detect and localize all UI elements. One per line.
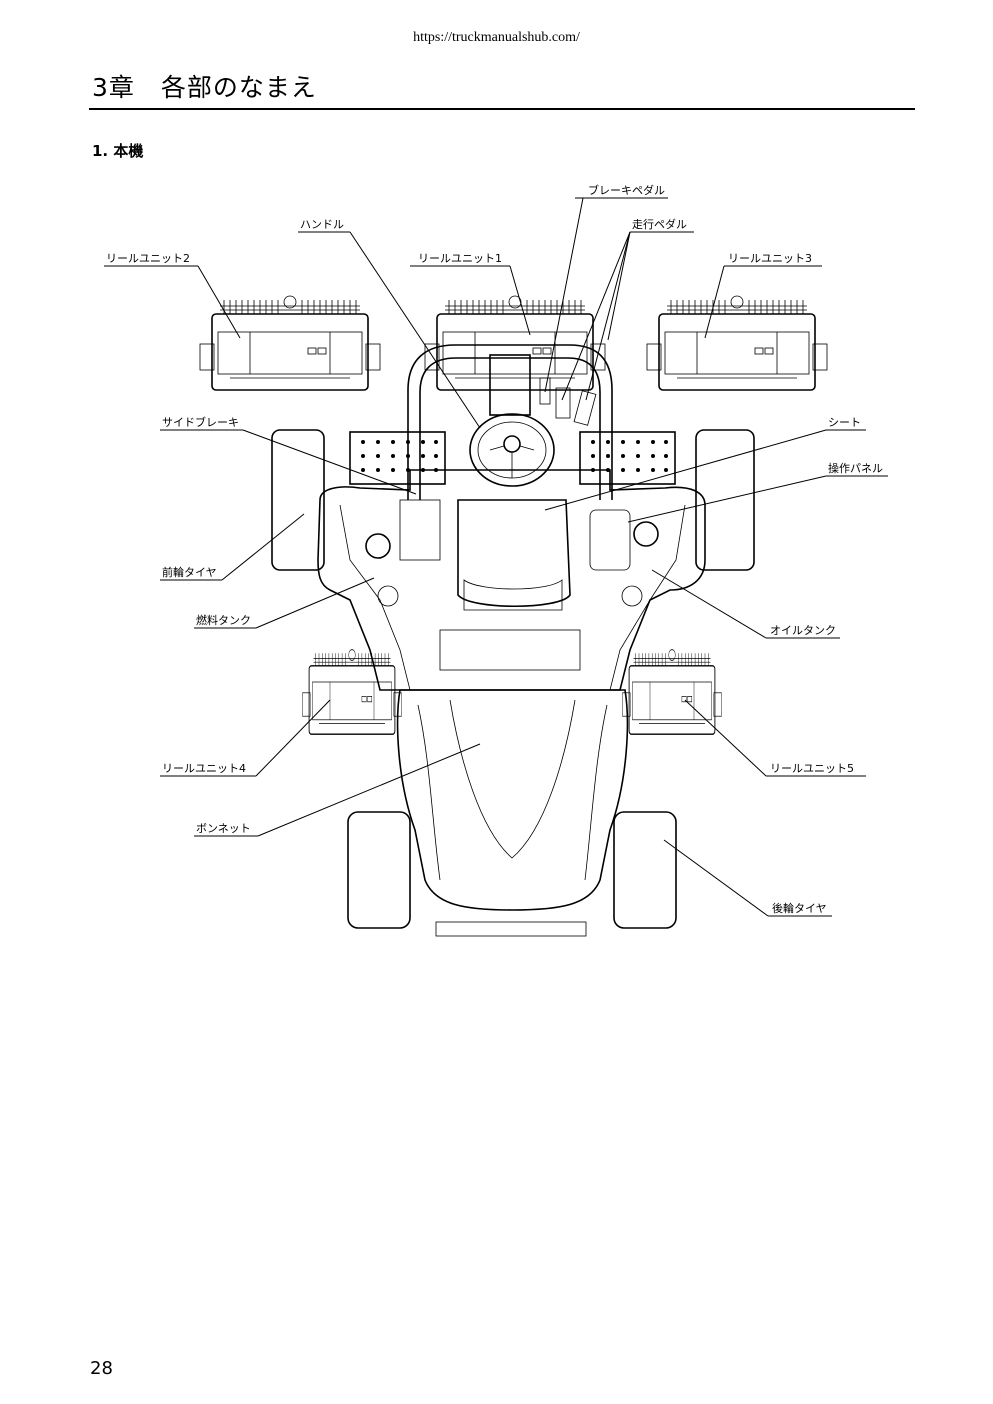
label-fuel-tank: 燃料タンク	[196, 613, 251, 627]
label-brake-pedal: ブレーキペダル	[588, 183, 665, 197]
label-side-brake: サイドブレーキ	[162, 415, 239, 429]
label-oil-tank: オイルタンク	[770, 624, 836, 637]
chapter-title: 3章 各部のなまえ	[92, 73, 317, 102]
label-rear-tire: 後輪タイヤ	[772, 901, 827, 915]
source-url: https://truckmanualshub.com/	[413, 30, 580, 45]
label-reel-unit-3: リールユニット3	[728, 252, 812, 265]
label-travel-pedal: 走行ペダル	[632, 217, 687, 231]
label-reel-unit-2: リールユニット2	[106, 252, 190, 265]
label-bonnet: ボンネット	[196, 822, 251, 835]
label-reel-unit-5: リールユニット5	[770, 762, 854, 775]
label-reel-unit-4: リールユニット4	[162, 762, 246, 775]
label-reel-unit-1: リールユニット1	[418, 252, 502, 265]
title-rule	[89, 108, 915, 110]
label-handle: ハンドル	[300, 218, 344, 231]
label-seat: シート	[828, 416, 861, 429]
section-title: 1. 本機	[92, 142, 144, 160]
label-front-tire: 前輪タイヤ	[162, 565, 217, 579]
label-control-panel: 操作パネル	[828, 461, 883, 475]
page-number: 28	[90, 1358, 113, 1379]
